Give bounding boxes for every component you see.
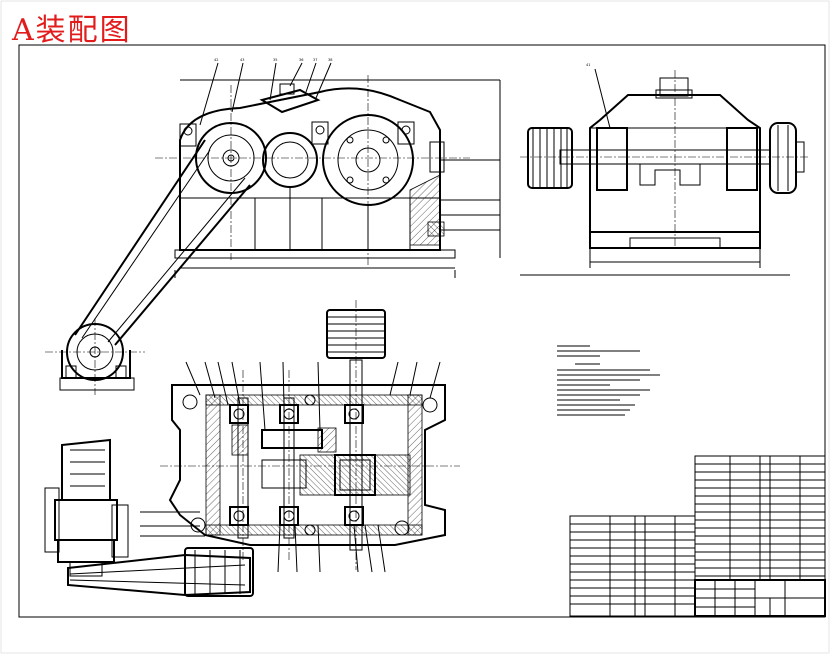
svg-text:42: 42 [214, 58, 218, 62]
svg-text:35: 35 [273, 58, 277, 62]
svg-text:43: 43 [240, 58, 244, 62]
left-pulley [527, 127, 573, 189]
svg-text:41: 41 [586, 63, 590, 67]
side-view: 41 [520, 63, 810, 276]
title-block [694, 579, 826, 617]
technical-notes [557, 345, 660, 416]
drawing-title: A装配图 [12, 13, 132, 48]
drawing-frame [18, 44, 826, 618]
belt-drive-upper [74, 139, 251, 346]
parts-list-left [569, 515, 696, 617]
front-view: 42 43 35 36 37 38 [155, 58, 501, 278]
svg-text:36: 36 [299, 58, 303, 62]
motor-front-view [45, 318, 145, 395]
motor-top-view [44, 438, 129, 577]
top-section-view [140, 300, 460, 573]
belt-drive-lower [67, 547, 254, 597]
parts-list-right [694, 455, 826, 581]
svg-text:37: 37 [313, 58, 317, 62]
svg-text:38: 38 [328, 58, 332, 62]
right-pulley [769, 122, 805, 194]
